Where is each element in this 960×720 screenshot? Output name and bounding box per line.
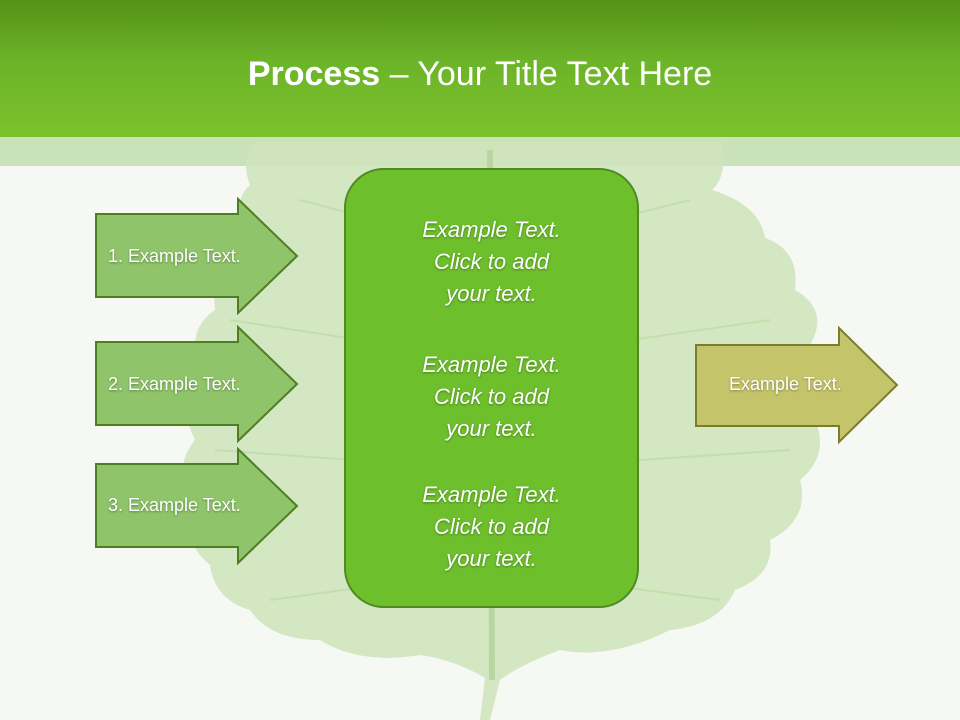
block-1-line-1: Example Text. [422, 217, 561, 242]
slide-title-rest: – Your Title Text Here [380, 55, 713, 93]
block-3-line-1: Example Text. [422, 482, 561, 507]
right-arrow-label: Example Text. [729, 374, 842, 394]
slide-title-bold: Process [247, 55, 381, 93]
center-text-block-2: Example Text. Click to add your text. [346, 349, 637, 445]
block-2-line-1: Example Text. [422, 352, 561, 377]
block-3-line-3: your text. [446, 546, 537, 571]
block-1-line-3: your text. [446, 281, 537, 306]
block-2-line-3: your text. [446, 416, 537, 441]
block-3-line-2: Click to add [434, 514, 549, 539]
center-text-box: Example Text. Click to add your text. Ex… [344, 168, 639, 608]
left-arrow-3-label: 3. Example Text. [108, 495, 241, 515]
left-arrow-2 [95, 324, 299, 444]
center-text-block-1: Example Text. Click to add your text. [346, 214, 637, 310]
slide-title: Process – Your Title Text Here [0, 52, 960, 96]
center-text-block-3: Example Text. Click to add your text. [346, 479, 637, 575]
left-arrow-3 [95, 446, 299, 566]
block-1-line-2: Click to add [434, 249, 549, 274]
block-2-line-2: Click to add [434, 384, 549, 409]
title-bar [0, 0, 960, 137]
right-arrow [695, 325, 899, 445]
left-arrow-2-label: 2. Example Text. [108, 374, 241, 394]
left-arrow-1 [95, 196, 299, 316]
left-arrow-1-label: 1. Example Text. [108, 246, 241, 266]
